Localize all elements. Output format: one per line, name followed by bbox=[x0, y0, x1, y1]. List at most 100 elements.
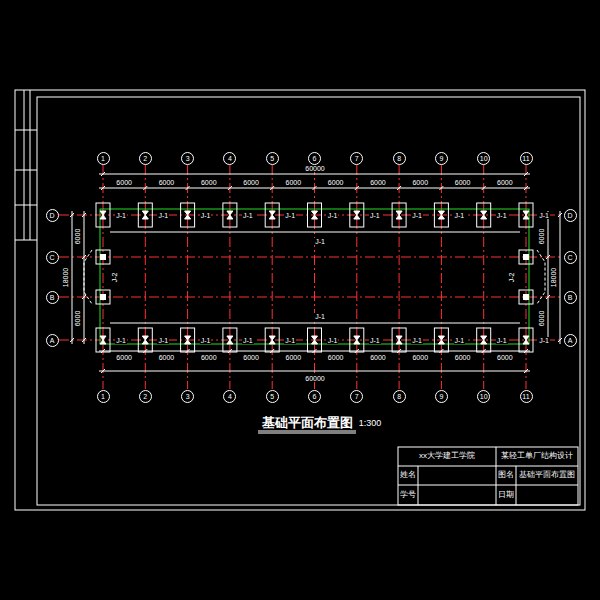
column-footing bbox=[265, 328, 279, 352]
dimension: 6000 bbox=[454, 179, 472, 186]
grid-bubble: 10 bbox=[477, 152, 490, 165]
gable-outline bbox=[537, 250, 545, 304]
dimension-line bbox=[99, 174, 530, 175]
grid-bubble: 9 bbox=[435, 390, 448, 403]
dimension: 6000 bbox=[200, 179, 218, 186]
dimension: 6000 bbox=[454, 354, 472, 361]
title-block-rule bbox=[516, 466, 517, 505]
dimension-line bbox=[560, 211, 561, 344]
footing-mark: J-1 bbox=[284, 212, 296, 219]
dimension-tick bbox=[546, 255, 550, 259]
footing-mark: J-1 bbox=[115, 212, 127, 219]
dimension-line bbox=[548, 211, 549, 344]
column-symbol bbox=[354, 211, 360, 219]
tie-beam bbox=[110, 323, 520, 324]
axis-number: 11 bbox=[522, 155, 529, 162]
dimension: 6000 bbox=[115, 179, 133, 186]
grid-bubble: 6 bbox=[308, 152, 321, 165]
dimension-tick bbox=[228, 186, 232, 190]
grid-bubble: 11 bbox=[520, 390, 533, 403]
dimension-tick bbox=[546, 295, 550, 299]
column-footing bbox=[519, 203, 533, 227]
beam-mark: J-1 bbox=[314, 238, 326, 245]
dimension: 6000 bbox=[158, 354, 176, 361]
axis-number: B bbox=[50, 294, 55, 301]
grid-bubble: 2 bbox=[139, 152, 152, 165]
title-block-cell: 日期 bbox=[497, 491, 515, 499]
axis-number: 8 bbox=[397, 155, 401, 162]
dimension-tick bbox=[82, 338, 86, 342]
column-footing bbox=[138, 203, 152, 227]
column-footing bbox=[96, 203, 110, 227]
column-symbol bbox=[227, 336, 233, 344]
axis-number: A bbox=[50, 337, 55, 344]
grid-bubble: C bbox=[46, 251, 59, 264]
gable-column bbox=[100, 254, 106, 260]
dimension-tick bbox=[313, 186, 317, 190]
column-symbol bbox=[438, 336, 444, 344]
tie-beam bbox=[110, 232, 520, 233]
dimension: 6000 bbox=[200, 354, 218, 361]
footing-mark: J-1 bbox=[284, 337, 296, 344]
grid-axis-line bbox=[356, 165, 357, 389]
grid-axis-line bbox=[272, 165, 273, 389]
column-symbol bbox=[438, 211, 444, 219]
grid-bubble: 3 bbox=[181, 390, 194, 403]
grid-axis-line bbox=[526, 165, 527, 389]
margin-strip-line bbox=[24, 90, 25, 240]
column-symbol bbox=[185, 336, 191, 344]
axis-number: C bbox=[567, 254, 572, 261]
grid-bubble: 8 bbox=[393, 152, 406, 165]
gable-footing bbox=[96, 290, 110, 304]
dimension: 6000 bbox=[242, 354, 260, 361]
dimension-tick bbox=[558, 213, 562, 217]
dimension: 6000 bbox=[411, 179, 429, 186]
footing-mark: J-1 bbox=[200, 212, 212, 219]
gable-column bbox=[100, 294, 106, 300]
title-block bbox=[398, 447, 578, 505]
grid-bubble: 7 bbox=[350, 152, 363, 165]
gable-column bbox=[523, 294, 529, 300]
dimension: 6000 bbox=[327, 179, 345, 186]
grid-axis-line bbox=[187, 165, 188, 389]
footing-mark: J-1 bbox=[454, 212, 466, 219]
dimension-tick bbox=[101, 369, 105, 373]
column-footing bbox=[138, 328, 152, 352]
grid-axis-line bbox=[314, 165, 315, 389]
grid-axis-line bbox=[59, 215, 563, 216]
column-footing bbox=[392, 328, 406, 352]
axis-number: B bbox=[568, 294, 573, 301]
dimension-tick bbox=[70, 213, 74, 217]
axis-number: 3 bbox=[186, 155, 190, 162]
column-footing bbox=[223, 328, 237, 352]
dimension: 18000 bbox=[63, 266, 70, 287]
axis-number: 9 bbox=[439, 155, 443, 162]
axis-number: A bbox=[568, 337, 573, 344]
dimension: 6000 bbox=[158, 179, 176, 186]
gable-outline bbox=[84, 250, 92, 304]
dimension-tick bbox=[70, 338, 74, 342]
footing-mark: J-2 bbox=[508, 271, 515, 283]
axis-number: 11 bbox=[522, 393, 529, 400]
dimension-tick bbox=[482, 186, 486, 190]
dimension: 6000 bbox=[327, 354, 345, 361]
title-block-cell: xx大学建工学院 bbox=[418, 452, 476, 460]
grid-axis-line bbox=[103, 165, 104, 389]
grid-bubble: 9 bbox=[435, 152, 448, 165]
footing-mark: J-1 bbox=[411, 212, 423, 219]
grid-axis-line bbox=[399, 165, 400, 389]
axis-number: 3 bbox=[186, 393, 190, 400]
grid-bubble: 6 bbox=[308, 390, 321, 403]
column-footing bbox=[96, 328, 110, 352]
grid-bubble: D bbox=[46, 209, 59, 222]
gable-footing bbox=[96, 250, 110, 264]
dimension: 6000 bbox=[242, 179, 260, 186]
dimension-line bbox=[72, 211, 73, 344]
footing-mark: J-1 bbox=[115, 337, 127, 344]
grid-bubble: D bbox=[564, 209, 577, 222]
axis-number: D bbox=[49, 212, 54, 219]
grid-axis-line bbox=[145, 165, 146, 389]
scale-note: 1:300 bbox=[358, 419, 383, 428]
footing-mark: J-1 bbox=[496, 337, 508, 344]
axis-number: 4 bbox=[228, 393, 232, 400]
